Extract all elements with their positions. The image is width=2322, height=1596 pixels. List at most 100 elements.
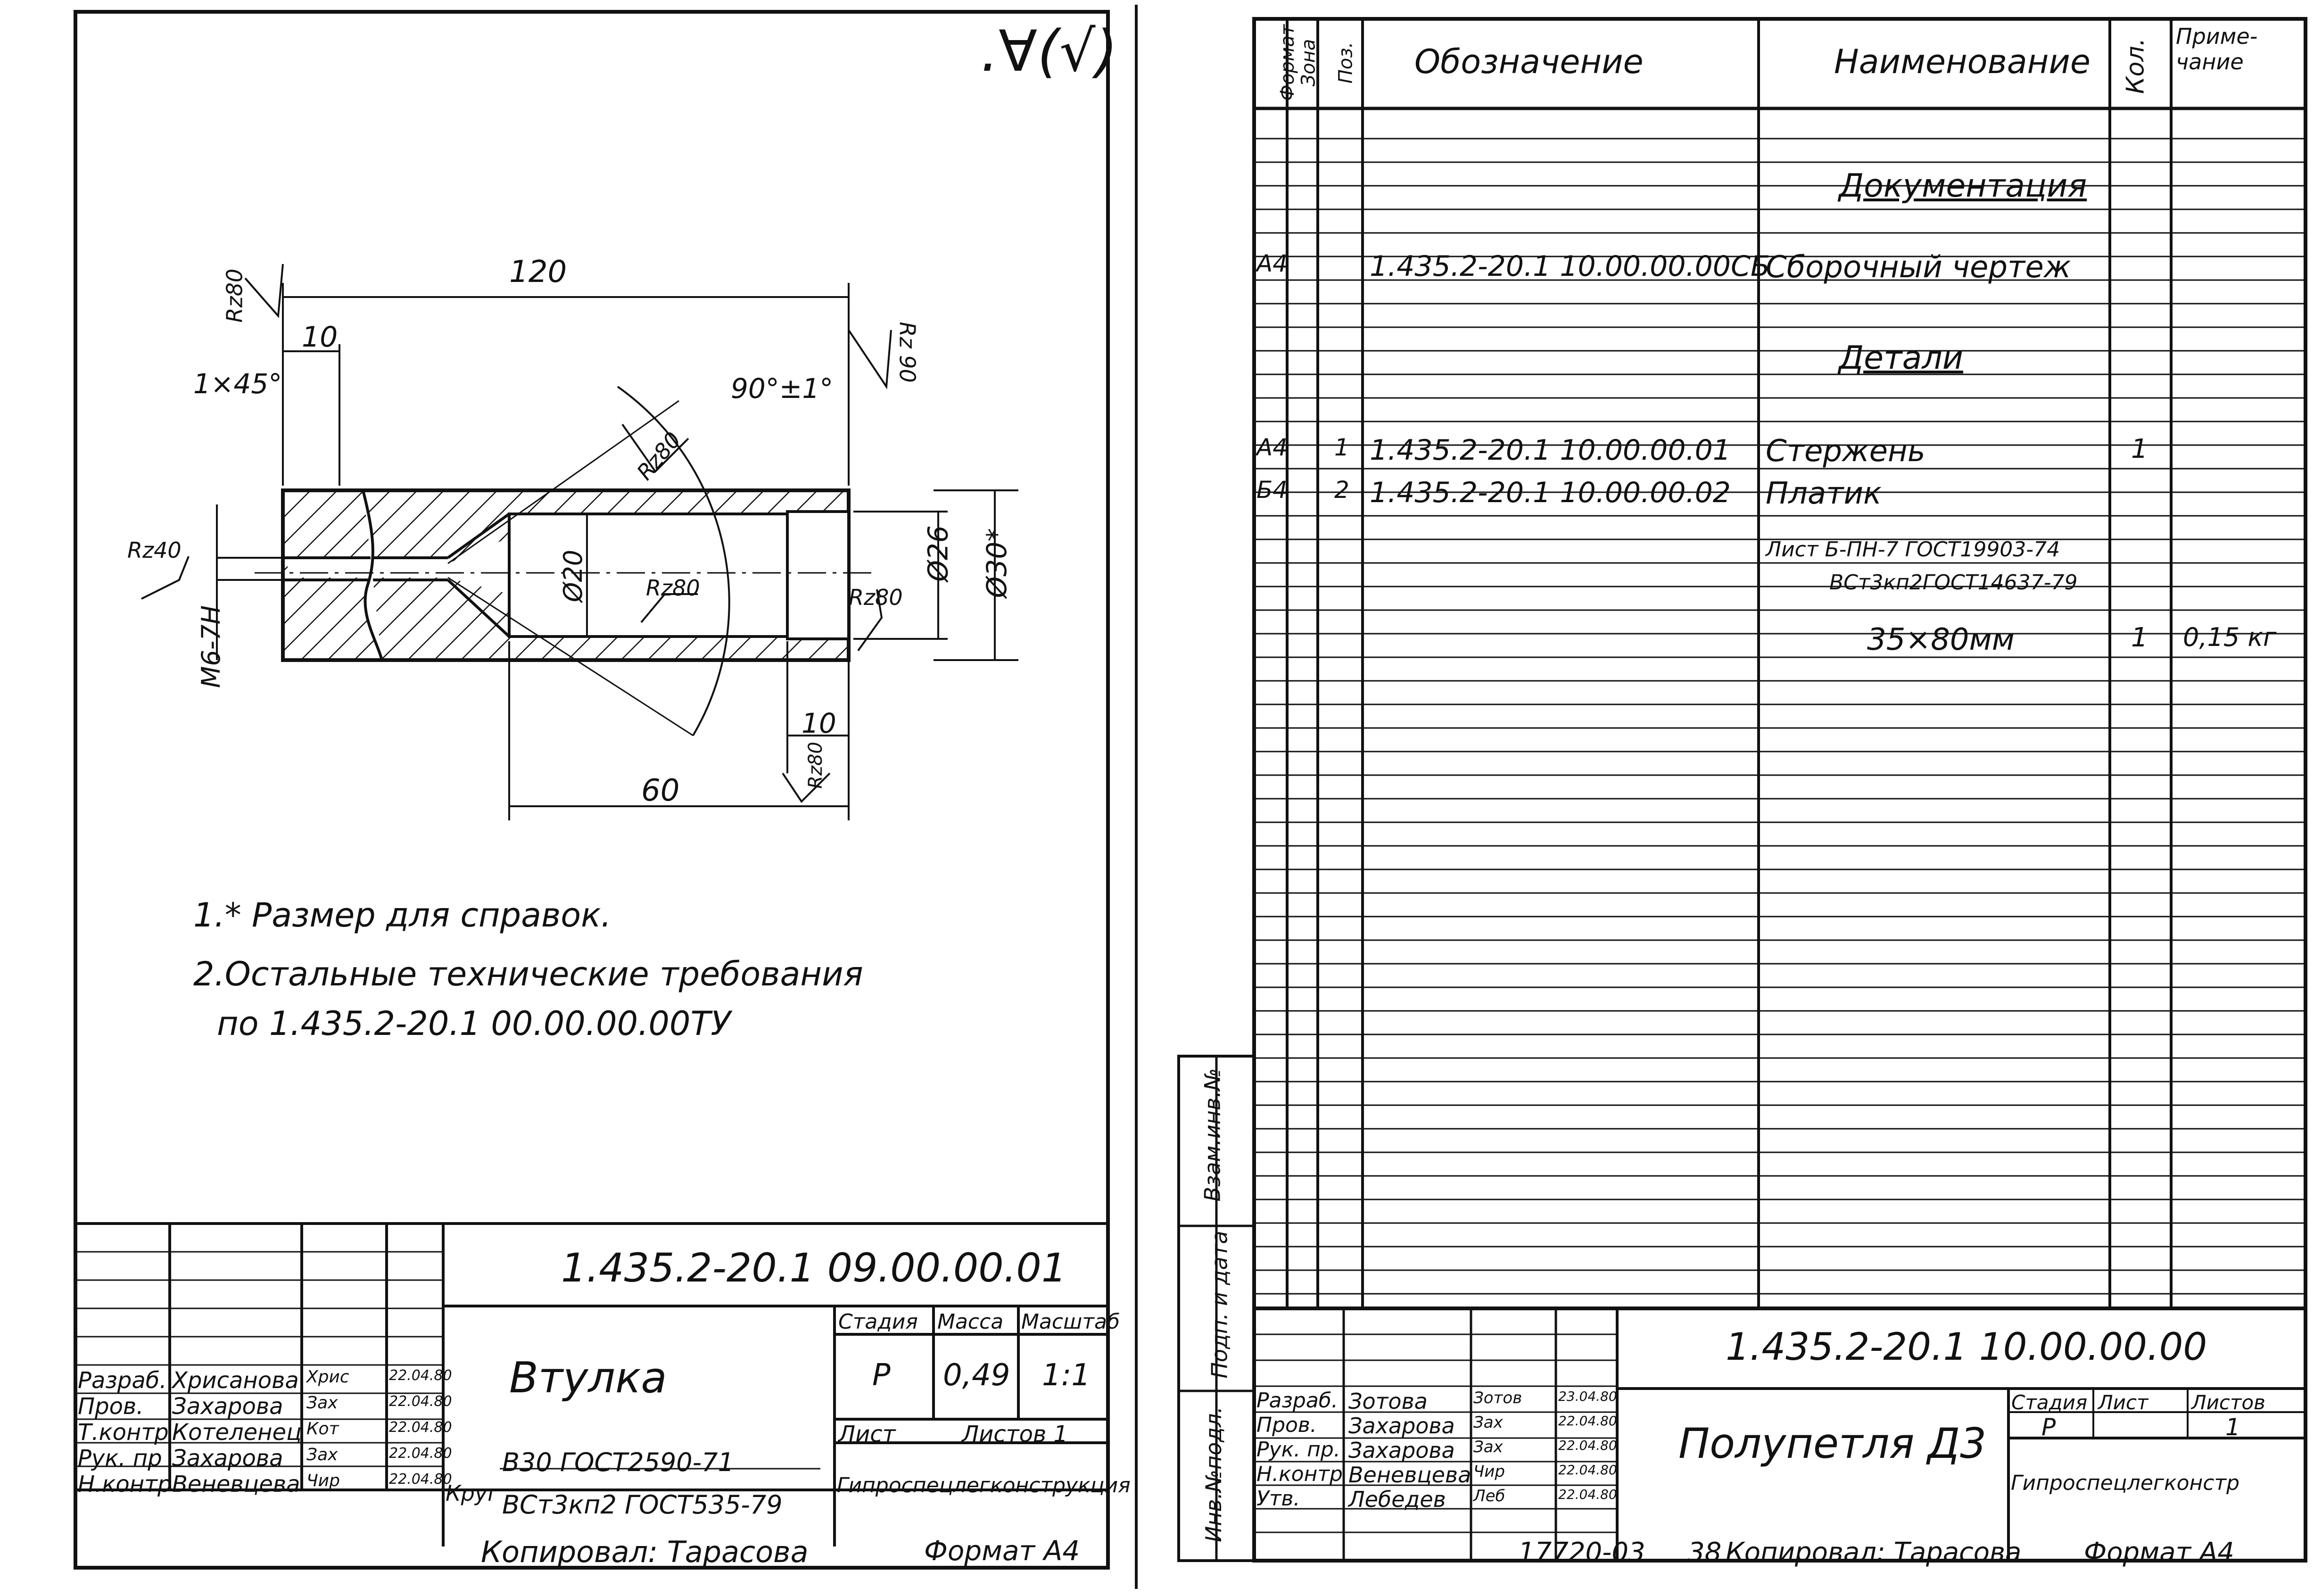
left-signoff-role: Разраб. bbox=[78, 1367, 167, 1394]
roughness-rz80-bore: Rz80 bbox=[646, 575, 700, 601]
right-signoff-sign: Леб bbox=[1473, 1487, 1505, 1505]
right-signoff-date: 22.04.80 bbox=[1558, 1413, 1617, 1429]
roughness-rz80-bottom: Rz80 bbox=[804, 742, 826, 789]
left-signoff-sign: Зах bbox=[306, 1393, 338, 1413]
spec-name: 35×80мм bbox=[1867, 622, 2015, 657]
left-signoff-role: Пров. bbox=[78, 1393, 144, 1420]
right-signoff-date: 22.04.80 bbox=[1558, 1487, 1617, 1502]
right-signoff-name: Захарова bbox=[1348, 1413, 1455, 1439]
left-stage: Р bbox=[872, 1358, 891, 1393]
note-2-cont: по 1.435.2-20.1 00.00.00.00ТУ bbox=[217, 1004, 731, 1043]
right-copied: Копировал: Тарасова bbox=[1726, 1537, 2022, 1568]
material-prefix: Круг bbox=[446, 1480, 499, 1506]
left-signoff-role: Рук. пр bbox=[78, 1445, 162, 1472]
right-signoff-name: Захарова bbox=[1348, 1438, 1455, 1463]
bushing-section-view bbox=[141, 264, 1018, 820]
left-sheet-label: Лист bbox=[838, 1421, 896, 1447]
right-format: Формат А4 bbox=[2084, 1537, 2234, 1568]
dim-d26: Ø26 bbox=[922, 525, 954, 582]
spec-qty: 1 bbox=[2131, 622, 2148, 653]
right-signoff-name: Зотова bbox=[1348, 1389, 1428, 1414]
dim-10-right: 10 bbox=[802, 707, 836, 739]
spec-format: А4 bbox=[1256, 434, 1288, 461]
right-sheet-label: Лист bbox=[2098, 1391, 2148, 1414]
left-sheet bbox=[74, 5, 1138, 1589]
material-line2: ВСт3кп2 ГОСТ535-79 bbox=[502, 1490, 783, 1520]
right-signoff-sign: Зотов bbox=[1473, 1389, 1522, 1407]
right-designation: 1.435.2-20.1 10.00.00.00 bbox=[1726, 1325, 2207, 1369]
left-signoff-name: Захарова bbox=[172, 1393, 283, 1420]
right-signoff-sign: Зах bbox=[1473, 1413, 1503, 1432]
dim-thread: M6-7H bbox=[196, 605, 226, 688]
note-2: 2.Остальные технические требования bbox=[193, 955, 863, 993]
dim-60: 60 bbox=[641, 773, 680, 808]
spec-designation: 1.435.2-20.1 10.00.00.00СБ bbox=[1370, 250, 1770, 283]
left-scale-label: Масштаб bbox=[1021, 1310, 1120, 1334]
roughness-rz40: Rz40 bbox=[127, 538, 182, 563]
left-stage-label: Стадия bbox=[838, 1310, 918, 1334]
right-signoff-date: 22.04.80 bbox=[1558, 1462, 1617, 1478]
right-sheets: 1 bbox=[2225, 1414, 2240, 1441]
roughness-rz90: Rz 90 bbox=[894, 322, 920, 383]
side-label-inv: Взам.инв.№ bbox=[1199, 1068, 1225, 1202]
left-signoff-sign: Кот bbox=[306, 1419, 339, 1439]
header-name: Наименование bbox=[1834, 42, 2091, 81]
spec-name: ВСт3кп2ГОСТ14637-79 bbox=[1829, 571, 2078, 595]
right-assembly-name: Полупетля Д3 bbox=[1678, 1419, 1987, 1468]
left-scale: 1:1 bbox=[1042, 1358, 1091, 1393]
right-signoff-role: Рук. пр. bbox=[1256, 1438, 1340, 1462]
spec-name: Детали bbox=[1839, 339, 1963, 377]
spec-name: Сборочный чертеж bbox=[1766, 250, 2071, 285]
left-signoff-name: Котеленец bbox=[172, 1419, 302, 1446]
left-designation: 1.435.2-20.1 09.00.00.01 bbox=[561, 1245, 1067, 1291]
left-signoff-role: Н.контр bbox=[78, 1471, 172, 1497]
right-stage: Р bbox=[2041, 1414, 2056, 1441]
roughness-rz80-counterbore: Rz80 bbox=[849, 585, 903, 610]
right-signoff-date: 23.04.80 bbox=[1558, 1389, 1617, 1404]
spec-pos: 2 bbox=[1334, 476, 1349, 504]
left-signoff-name: Веневцева bbox=[172, 1471, 300, 1497]
right-footer-number: 17720-03 bbox=[1518, 1537, 1645, 1568]
side-label-sign: Подп. и дата bbox=[1206, 1231, 1232, 1379]
left-org: Гипроспецлегконструкция bbox=[837, 1473, 1131, 1497]
right-signoff-role: Разраб. bbox=[1256, 1389, 1338, 1413]
right-sheet bbox=[1177, 17, 2307, 1563]
spec-pos: 1 bbox=[1334, 434, 1349, 461]
spec-designation: 1.435.2-20.1 10.00.00.01 bbox=[1370, 434, 1731, 467]
right-org: Гипроспецлегконстр bbox=[2011, 1471, 2240, 1495]
left-format: Формат А4 bbox=[924, 1535, 1080, 1567]
spec-name: Лист Б-ПН-7 ГОСТ19903-74 bbox=[1766, 538, 2060, 562]
dim-d30: Ø30* bbox=[981, 528, 1013, 598]
material-line1: В30 ГОСТ2590-71 bbox=[502, 1447, 734, 1477]
spec-qty: 1 bbox=[2131, 434, 2148, 464]
right-signoff-date: 22.04.80 bbox=[1558, 1438, 1617, 1453]
dim-d20: Ø20 bbox=[558, 549, 588, 603]
note-1: 1.* Размер для справок. bbox=[193, 896, 611, 934]
right-signoff-name: Веневцева bbox=[1348, 1462, 1471, 1488]
roughness-rz80-top: Rz80 bbox=[222, 268, 248, 323]
right-signoff-sign: Зах bbox=[1473, 1438, 1503, 1456]
dim-120: 120 bbox=[509, 255, 567, 289]
left-signoff-date: 22.04.80 bbox=[389, 1393, 452, 1410]
dim-chamfer: 1×45° bbox=[193, 368, 282, 400]
spec-designation: 1.435.2-20.1 10.00.00.02 bbox=[1370, 476, 1731, 509]
left-signoff-date: 22.04.80 bbox=[389, 1471, 452, 1488]
left-sheets-label: Листов 1 bbox=[962, 1421, 1068, 1447]
right-signoff-role: Пров. bbox=[1256, 1413, 1317, 1437]
left-mass-label: Масса bbox=[937, 1310, 1004, 1334]
spec-format: Б4 bbox=[1256, 476, 1288, 504]
roughness-general-mark: .∀(√) bbox=[981, 19, 1118, 84]
spec-name: Платик bbox=[1766, 476, 1882, 511]
left-signoff-date: 22.04.80 bbox=[389, 1367, 452, 1384]
header-qty: Кол. bbox=[2121, 38, 2150, 94]
left-mass: 0,49 bbox=[943, 1358, 1010, 1393]
left-signoff-role: Т.контр bbox=[78, 1419, 169, 1446]
side-label-orig: Инв.№подл. bbox=[1201, 1406, 1227, 1543]
left-signoff-date: 22.04.80 bbox=[389, 1445, 452, 1462]
left-signoff-sign: Зах bbox=[306, 1445, 338, 1464]
spec-note: 0,15 кг bbox=[2183, 622, 2277, 652]
header-designation: Обозначение bbox=[1414, 42, 1644, 81]
right-signoff-role: Утв. bbox=[1256, 1487, 1300, 1511]
spec-format: А4 bbox=[1256, 250, 1288, 277]
